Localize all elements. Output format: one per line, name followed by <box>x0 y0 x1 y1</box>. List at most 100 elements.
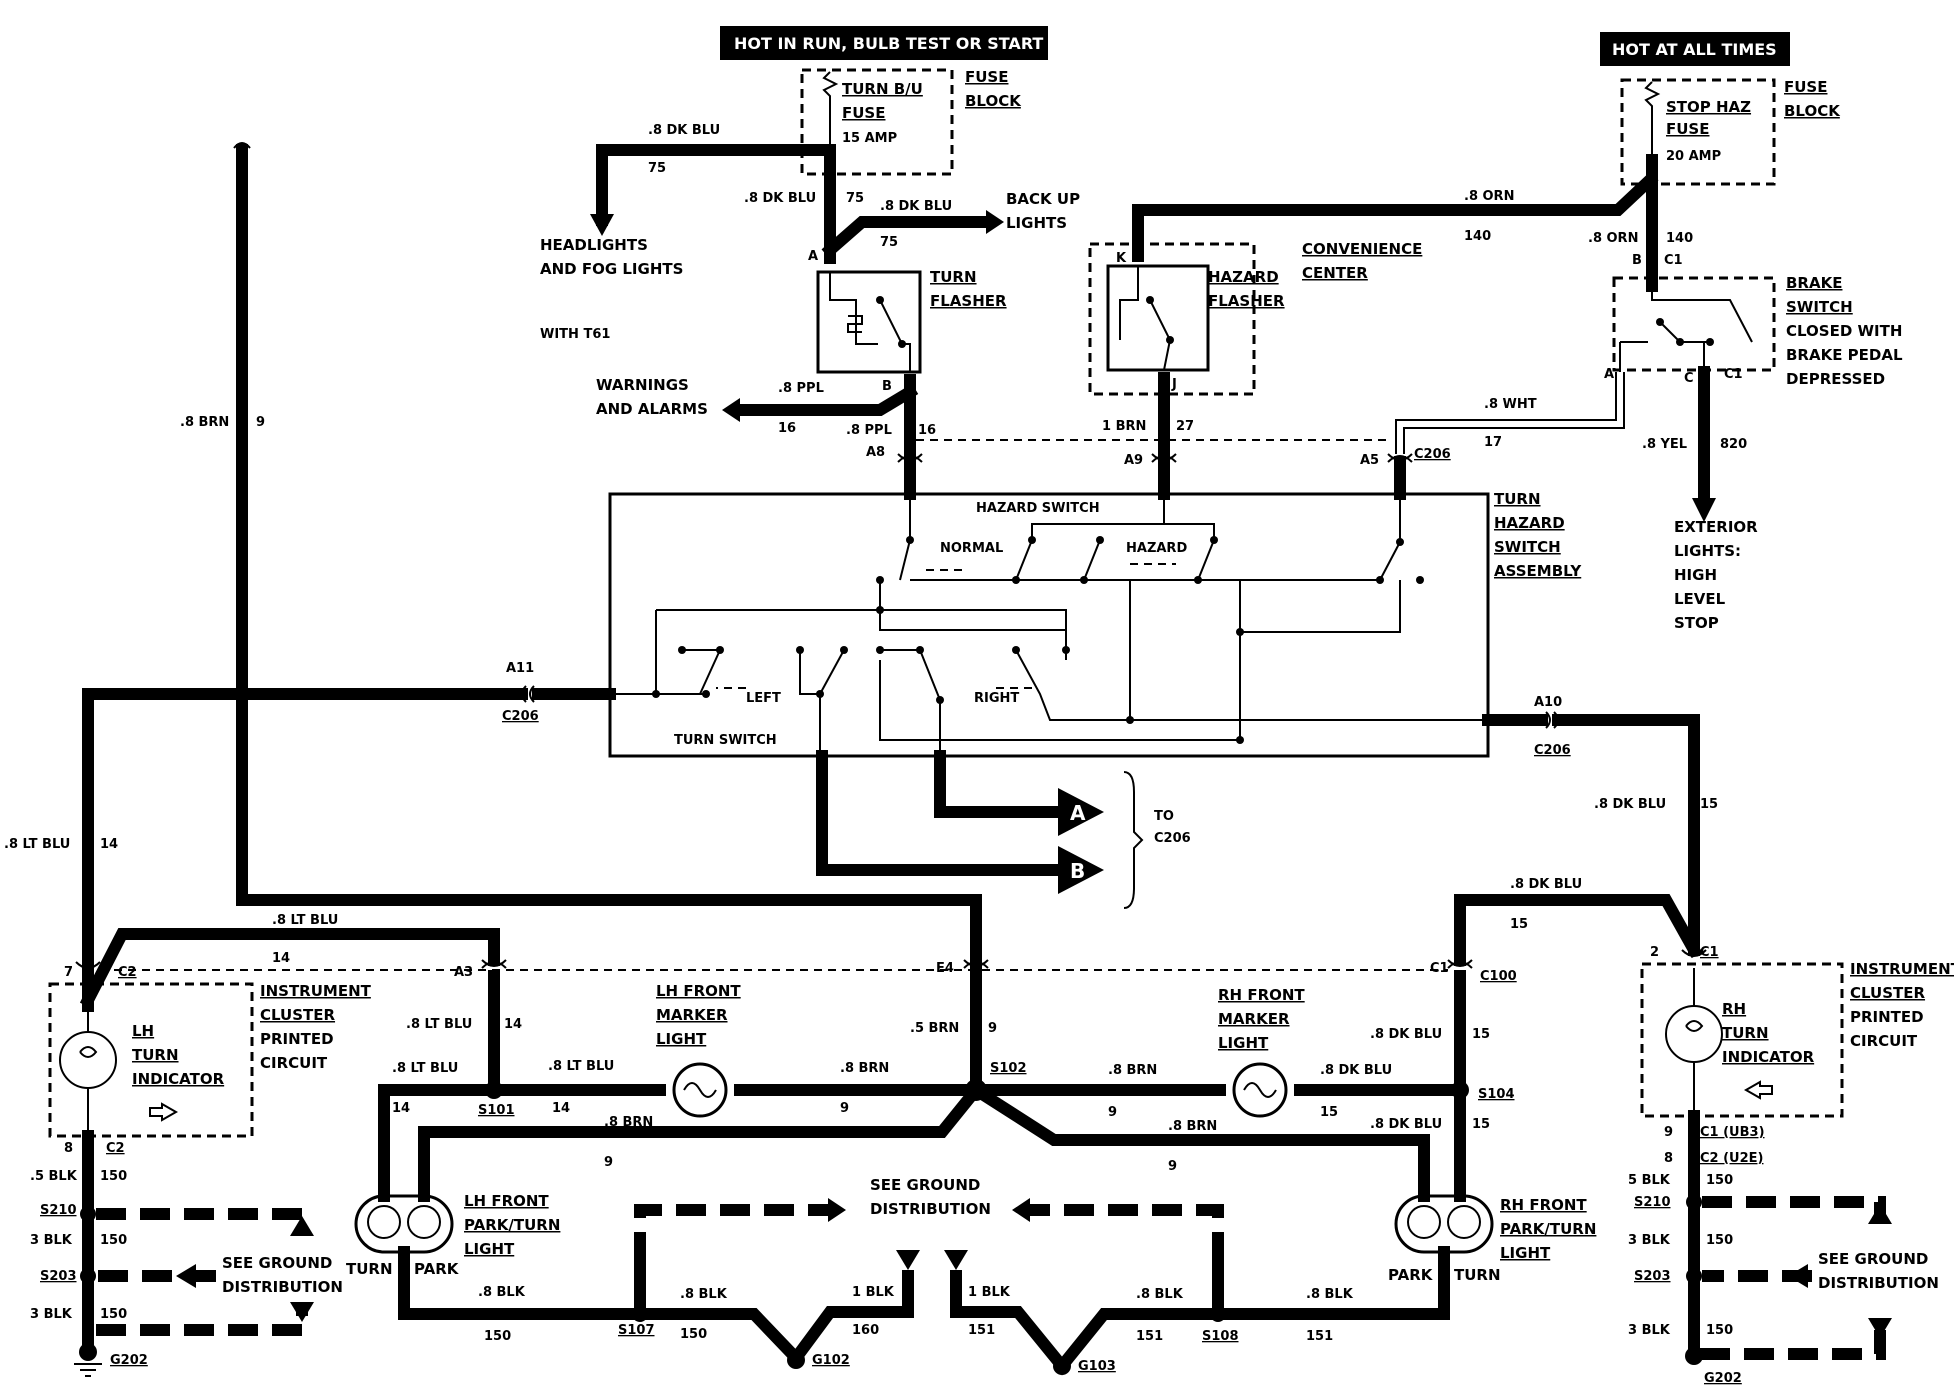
svg-text:STOP: STOP <box>1674 614 1719 632</box>
svg-text:DISTRIBUTION: DISTRIBUTION <box>1818 1274 1939 1292</box>
svg-text:9: 9 <box>604 1155 613 1170</box>
svg-text:1 BRN: 1 BRN <box>1102 419 1146 434</box>
svg-text:LIGHTS: LIGHTS <box>1006 214 1067 232</box>
svg-text:C1 (UB3): C1 (UB3) <box>1700 1125 1765 1140</box>
svg-text:151: 151 <box>1306 1329 1333 1344</box>
svg-text:SEE GROUND: SEE GROUND <box>222 1254 332 1272</box>
svg-text:MARKER: MARKER <box>656 1006 728 1024</box>
svg-text:TO: TO <box>1154 809 1174 824</box>
svg-text:INSTRUMENT: INSTRUMENT <box>260 982 372 1000</box>
svg-text:C100: C100 <box>1480 969 1517 984</box>
svg-text:AND ALARMS: AND ALARMS <box>596 400 708 418</box>
header-hot-in-run: HOT IN RUN, BULB TEST OR START <box>720 26 1048 60</box>
svg-text:DISTRIBUTION: DISTRIBUTION <box>222 1278 343 1296</box>
svg-text:ASSEMBLY: ASSEMBLY <box>1494 562 1582 580</box>
svg-text:RIGHT: RIGHT <box>974 691 1019 706</box>
lh-front-park-turn-light: TURN PARK LH FRONT PARK/TURN LIGHT <box>346 1192 646 1320</box>
svg-text:A10: A10 <box>1534 695 1562 710</box>
svg-text:S210: S210 <box>1634 1195 1671 1210</box>
svg-text:A9: A9 <box>1124 453 1143 468</box>
svg-text:20 AMP: 20 AMP <box>1666 149 1721 164</box>
svg-text:16: 16 <box>778 421 796 436</box>
svg-text:PARK/TURN: PARK/TURN <box>464 1216 560 1234</box>
svg-text:3 BLK: 3 BLK <box>1628 1323 1671 1338</box>
svg-text:14: 14 <box>100 837 118 852</box>
right-ground-chain: S210 S203 G202 SEE GROUND DISTRIBUTION <box>1634 1194 1939 1386</box>
svg-text:C2 (U2E): C2 (U2E) <box>1700 1151 1763 1166</box>
svg-text:.8 PPL: .8 PPL <box>778 381 824 396</box>
svg-text:TURN: TURN <box>132 1046 179 1064</box>
svg-text:AND FOG LIGHTS: AND FOG LIGHTS <box>540 260 683 278</box>
svg-text:EXTERIOR: EXTERIOR <box>1674 518 1758 536</box>
svg-text:TURN: TURN <box>1454 1266 1501 1284</box>
svg-text:C206: C206 <box>1534 743 1571 758</box>
turn-flasher: TURN FLASHER A B <box>808 249 1007 394</box>
connector-labels: A8 A9 A5 C206 A11 C206 A10 C206 A3 E4 C1… <box>454 445 1571 984</box>
svg-text:WARNINGS: WARNINGS <box>596 376 689 394</box>
svg-text:C: C <box>1684 371 1694 386</box>
svg-text:E4: E4 <box>936 961 954 976</box>
svg-text:WITH T61: WITH T61 <box>540 327 610 342</box>
svg-text:150: 150 <box>100 1233 127 1248</box>
turn-hazard-switch-assembly: HAZARD SWITCH NORMAL HAZARD LEFT RIGHT T… <box>608 490 1582 758</box>
hazard-flasher: HAZARD FLASHER CONVENIENCE CENTER K J <box>1088 240 1422 396</box>
svg-text:.8 LT BLU: .8 LT BLU <box>548 1059 614 1074</box>
svg-text:K: K <box>1116 251 1127 266</box>
svg-text:150: 150 <box>100 1307 127 1322</box>
svg-text:FUSE: FUSE <box>1666 120 1709 138</box>
svg-text:LIGHT: LIGHT <box>1218 1034 1269 1052</box>
svg-text:C2: C2 <box>106 1141 125 1156</box>
svg-text:G202: G202 <box>1704 1371 1742 1386</box>
svg-text:SWITCH: SWITCH <box>1494 538 1561 556</box>
svg-text:SWITCH: SWITCH <box>1786 298 1853 316</box>
svg-text:27: 27 <box>1176 419 1194 434</box>
svg-text:151: 151 <box>1136 1329 1163 1344</box>
svg-text:PARK: PARK <box>414 1260 460 1278</box>
right-arrow-icon <box>1743 1080 1773 1100</box>
svg-text:SEE GROUND: SEE GROUND <box>1818 1250 1928 1268</box>
svg-text:.8 LT BLU: .8 LT BLU <box>4 837 70 852</box>
svg-text:17: 17 <box>1484 435 1502 450</box>
svg-text:FLASHER: FLASHER <box>1208 292 1285 310</box>
svg-text:C206: C206 <box>1414 447 1451 462</box>
svg-text:140: 140 <box>1666 231 1693 246</box>
svg-text:C1: C1 <box>1724 367 1743 382</box>
svg-text:.8 DK BLU: .8 DK BLU <box>1594 797 1666 812</box>
svg-text:LH FRONT: LH FRONT <box>656 982 741 1000</box>
svg-text:14: 14 <box>392 1101 410 1116</box>
top-wiring <box>590 144 1716 522</box>
svg-text:FUSE: FUSE <box>842 104 885 122</box>
svg-text:15: 15 <box>1472 1027 1490 1042</box>
svg-text:15: 15 <box>1472 1117 1490 1132</box>
svg-text:.8 ORN: .8 ORN <box>1588 231 1638 246</box>
svg-text:HAZARD SWITCH: HAZARD SWITCH <box>976 501 1100 516</box>
svg-text:.8 BLK: .8 BLK <box>680 1287 728 1302</box>
svg-text:HAZARD: HAZARD <box>1126 541 1187 556</box>
svg-text:S108: S108 <box>1202 1329 1239 1344</box>
svg-text:75: 75 <box>880 235 898 250</box>
svg-text:DISTRIBUTION: DISTRIBUTION <box>870 1200 991 1218</box>
svg-text:.5 BLK: .5 BLK <box>30 1169 78 1184</box>
svg-text:.5 BRN: .5 BRN <box>910 1021 959 1036</box>
svg-text:.8 BRN: .8 BRN <box>180 415 229 430</box>
svg-text:A: A <box>1604 367 1614 382</box>
svg-text:.8 YEL: .8 YEL <box>1642 437 1687 452</box>
svg-text:FLASHER: FLASHER <box>930 292 1007 310</box>
svg-text:INDICATOR: INDICATOR <box>132 1070 225 1088</box>
svg-text:A5: A5 <box>1360 453 1379 468</box>
fuse-block-right: STOP HAZ FUSE 20 AMP FUSE BLOCK <box>1620 78 1841 186</box>
svg-text:CENTER: CENTER <box>1302 264 1368 282</box>
svg-text:TURN: TURN <box>1722 1024 1769 1042</box>
svg-text:CLUSTER: CLUSTER <box>1850 984 1925 1002</box>
svg-text:TURN: TURN <box>930 268 977 286</box>
svg-text:CIRCUIT: CIRCUIT <box>1850 1032 1918 1050</box>
svg-text:PARK: PARK <box>1388 1266 1434 1284</box>
svg-text:BLOCK: BLOCK <box>965 92 1022 110</box>
svg-text:S102: S102 <box>990 1061 1027 1076</box>
svg-text:3 BLK: 3 BLK <box>30 1233 73 1248</box>
svg-text:BRAKE: BRAKE <box>1786 274 1842 292</box>
svg-text:G103: G103 <box>1078 1359 1116 1374</box>
svg-text:LIGHT: LIGHT <box>656 1030 707 1048</box>
svg-text:8: 8 <box>1664 1151 1673 1166</box>
rh-instrument-cluster: RH TURN INDICATOR INSTRUMENT CLUSTER PRI… <box>1640 945 1954 1362</box>
